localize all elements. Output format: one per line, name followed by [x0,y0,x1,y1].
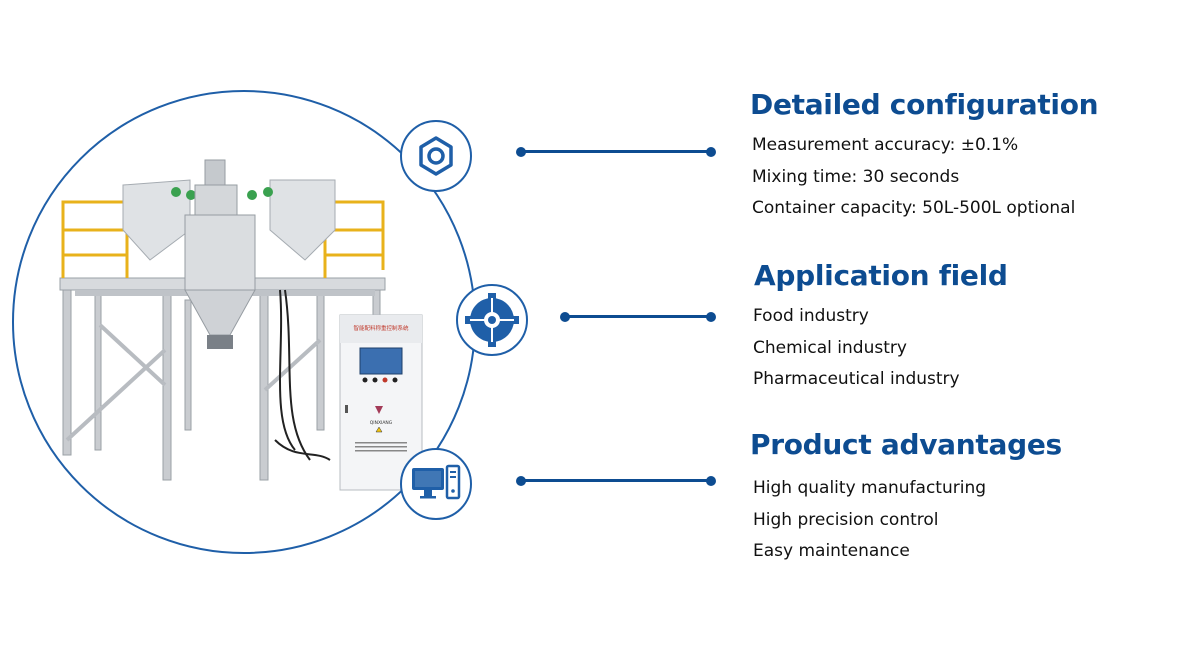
list-item: Easy maintenance [753,541,910,561]
application-badge [456,284,528,356]
configuration-list: Measurement accuracy: ±0.1% Mixing time:… [752,130,1075,225]
connector-line-3 [516,475,716,486]
connector-line-2 [560,311,716,322]
computer-badge [400,448,472,520]
list-item: Mixing time: 30 seconds [752,166,960,187]
desktop-computer-icon [412,464,461,500]
list-item: High precision control [753,509,939,530]
list-item: Chemical industry [753,337,907,358]
advantages-list: High quality manufacturing High precisio… [753,473,986,568]
list-item: Measurement accuracy: ±0.1% [752,135,1019,155]
hex-nut-icon [419,136,453,176]
gear-cluster-icon [465,293,519,347]
connector-line-1 [516,146,716,157]
section-title-application-field: Application field [754,259,1008,292]
section-title-detailed-configuration: Detailed configuration [750,88,1099,121]
section-title-product-advantages: Product advantages [750,428,1062,461]
application-list: Food industry Chemical industry Pharmace… [753,301,960,396]
batching-machine-image: 智能配料称重控制系统 QINXIANG [59,159,423,491]
settings-badge [400,120,472,192]
panel-title-text: 智能配料称重控制系统 [353,324,409,332]
list-item: Container capacity: 50L-500L optional [752,198,1076,218]
panel-brand-text: QINXIANG [370,420,393,426]
list-item: Pharmaceutical industry [753,369,960,389]
list-item: Food industry [753,306,869,326]
list-item: High quality manufacturing [753,478,987,498]
